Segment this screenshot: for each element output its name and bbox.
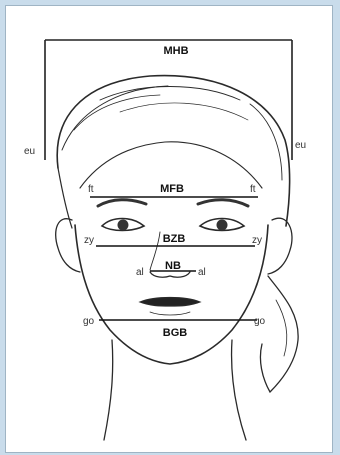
mhb-label: MHB bbox=[163, 45, 188, 57]
eu-left-label: eu bbox=[24, 146, 35, 157]
bzb-label: BZB bbox=[163, 233, 186, 245]
zy-left-label: zy bbox=[84, 235, 94, 246]
go-left-label: go bbox=[83, 316, 95, 327]
ft-left-label: ft bbox=[88, 184, 94, 195]
go-right-label: go bbox=[254, 316, 266, 327]
eu-right-label: eu bbox=[295, 140, 306, 151]
bgb-label: BGB bbox=[163, 327, 188, 339]
head-sketch bbox=[56, 76, 298, 440]
mfb-label: MFB bbox=[160, 183, 184, 195]
ft-right-label: ft bbox=[250, 184, 256, 195]
al-left-label: al bbox=[136, 267, 144, 278]
zy-right-label: zy bbox=[252, 235, 262, 246]
nb-label: NB bbox=[165, 260, 181, 272]
al-right-label: al bbox=[198, 267, 206, 278]
